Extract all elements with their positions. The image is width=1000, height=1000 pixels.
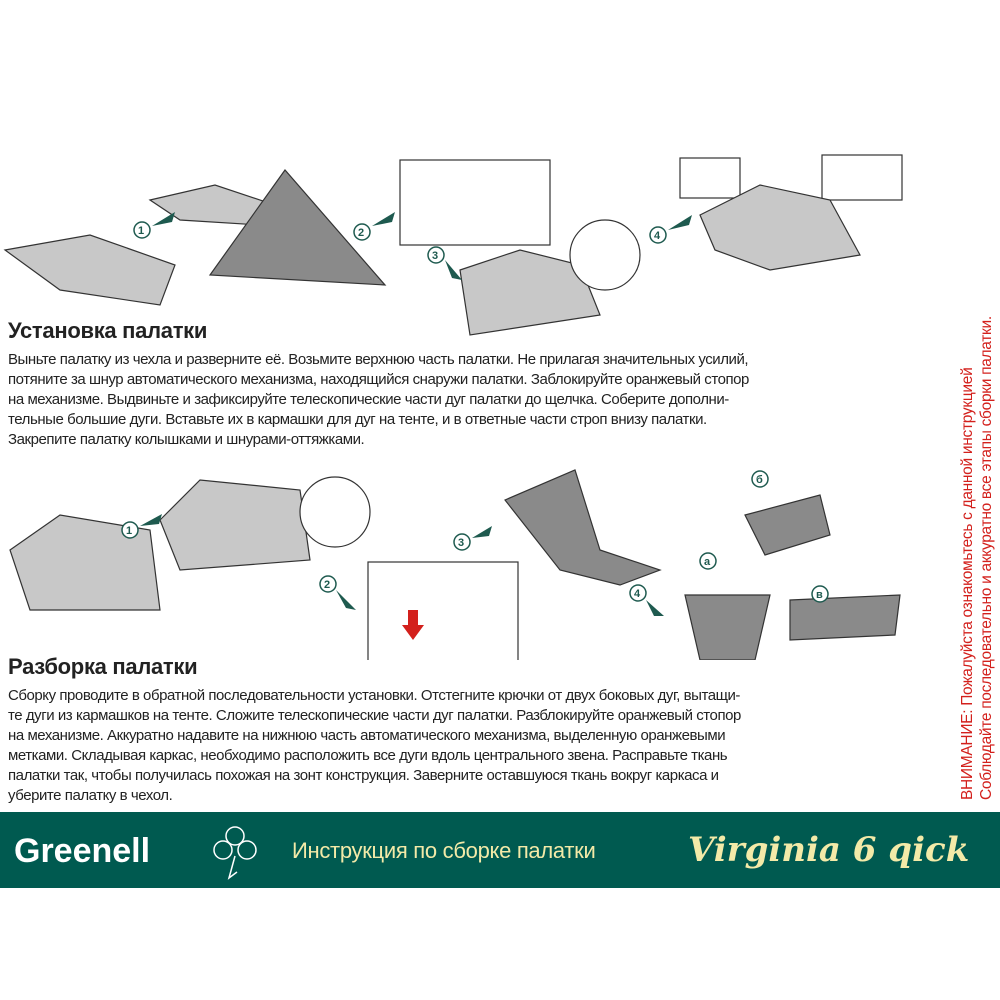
tent-complete-illustration [9,514,161,611]
step-1-marker: 1 [133,212,175,239]
teardown-illustrations: 1 2 3 4 а б в [9,469,901,660]
setup-instructions: Выньте палатку из чехла и разверните её.… [8,350,953,450]
mechanism-press-detail-box [367,561,519,660]
tent-rolled-c-illustration [789,594,901,641]
substep-b-marker: б [751,470,769,488]
text-line: уберите палатку в чехол. [8,787,173,804]
text-line: на механизме. Выдвиньте и зафиксируйте т… [8,391,729,408]
substep-c-marker: в [811,585,829,603]
step-1-marker: 1 [121,514,162,539]
text-line: те дуги из кармашков на тенте. Сложите т… [8,707,741,724]
shamrock-logo-icon [213,826,257,880]
tent-standing-illustration [459,249,601,336]
mechanism-detail-box [399,159,551,246]
text-line: Сборку проводите в обратной последовател… [8,687,740,704]
step-4-marker: 4 [629,584,664,616]
pole-detail-circle [569,219,641,291]
setup-illustrations: 1 2 3 4 [3,154,903,336]
svg-text:1: 1 [126,525,132,537]
svg-text:2: 2 [358,227,364,239]
model-name: Virginia 6 qick [688,830,970,870]
footer-title: Инструкция по сборке палатки [292,838,596,863]
step-4-marker: 4 [649,215,692,244]
tent-folded-b-illustration [744,494,831,556]
text-line: на механизме. Аккуратно надавите на нижн… [8,727,726,744]
detail-box-2 [821,154,903,201]
warning-text: ВНИМАНИЕ: Пожалуйста ознакомьтесь с данн… [958,316,996,800]
svg-text:3: 3 [432,250,438,262]
press-down-arrow-icon [402,610,424,640]
tent-raised-illustration [208,169,387,286]
pole-detail-circle [299,476,371,548]
svg-text:3: 3 [458,537,464,549]
svg-text:а: а [704,556,711,568]
text-line: Закрепите палатку колышками и шнурами-от… [8,431,365,448]
footer-banner: Greenell Инструкция по сборке палатки Vi… [0,812,1000,888]
svg-text:4: 4 [654,230,661,242]
brand-logo-text: Greenell [14,832,151,870]
step-3-marker: 3 [427,246,462,280]
text-line: палатки так, чтобы получилась похожая на… [8,767,719,784]
svg-text:в: в [816,589,823,601]
text-line: тельные большие дуги. Вставьте их в карм… [8,411,707,428]
teardown-instructions: Сборку проводите в обратной последовател… [8,686,953,806]
tent-arcs-removed-illustration [159,479,311,571]
warning-line: ВНИМАНИЕ: Пожалуйста ознакомьтесь с данн… [959,367,976,800]
warning-line: Соблюдайте последовательно и аккуратно в… [978,316,995,800]
svg-text:2: 2 [324,579,330,591]
step-3-marker: 3 [453,526,492,551]
text-line: потяните за шнур автоматического механиз… [8,371,749,388]
tent-complete-illustration [699,184,861,271]
detail-box-1 [679,157,741,199]
tent-umbrella-illustration [504,469,662,586]
svg-text:1: 1 [138,225,144,237]
svg-text:б: б [756,474,763,486]
svg-text:4: 4 [634,588,641,600]
step-2-marker: 2 [319,575,356,610]
setup-heading: Установка палатки [8,318,208,343]
text-line: Выньте палатку из чехла и разверните её.… [8,351,749,368]
tent-unfolded-illustration [3,234,176,306]
teardown-heading: Разборка палатки [8,654,198,679]
text-line: метками. Складывая каркас, необходимо ра… [8,747,728,764]
tent-folded-a-illustration [684,594,771,660]
substep-a-marker: а [699,552,717,570]
step-2-marker: 2 [353,212,395,241]
